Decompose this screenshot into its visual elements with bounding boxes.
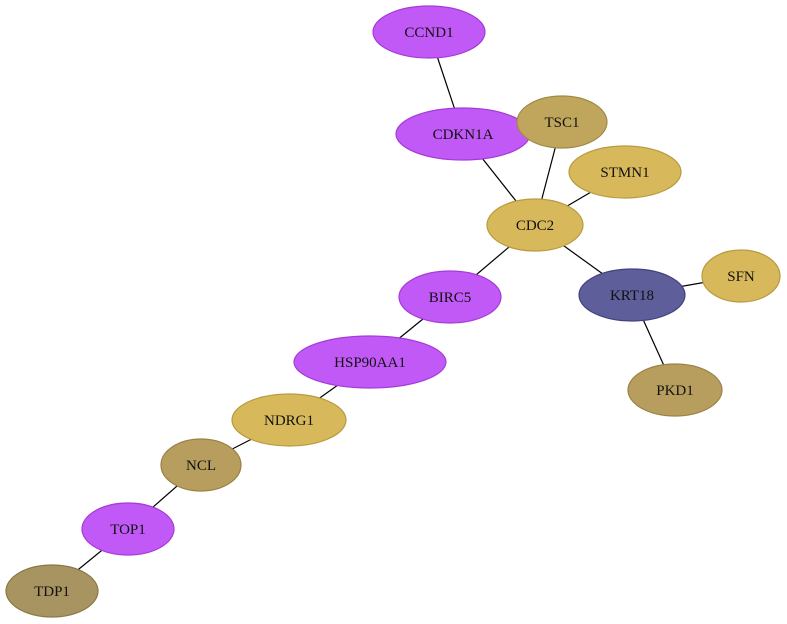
node-tdp1[interactable]: TDP1 <box>5 564 99 618</box>
node-label-ncl: NCL <box>186 458 216 474</box>
node-label-stmn1: STMN1 <box>600 165 649 181</box>
node-ncl[interactable]: NCL <box>160 438 242 492</box>
node-label-ccnd1: CCND1 <box>404 25 453 41</box>
node-shape-krt18[interactable] <box>578 268 686 322</box>
node-shape-ncl[interactable] <box>160 438 242 492</box>
node-label-cdkn1a: CDKN1A <box>433 127 494 143</box>
node-tsc1[interactable]: TSC1 <box>516 95 608 149</box>
node-cdc2[interactable]: CDC2 <box>486 198 584 252</box>
node-shape-birc5[interactable] <box>398 270 502 324</box>
node-label-ndrg1: NDRG1 <box>264 413 314 429</box>
node-stmn1[interactable]: STMN1 <box>568 145 682 199</box>
node-label-krt18: KRT18 <box>610 288 654 304</box>
node-krt18[interactable]: KRT18 <box>578 268 686 322</box>
node-shape-top1[interactable] <box>81 502 175 556</box>
node-birc5[interactable]: BIRC5 <box>398 270 502 324</box>
node-shape-ccnd1[interactable] <box>372 5 486 59</box>
node-shape-stmn1[interactable] <box>568 145 682 199</box>
node-label-tsc1: TSC1 <box>544 115 579 131</box>
node-label-top1: TOP1 <box>110 522 146 538</box>
node-label-sfn: SFN <box>727 269 755 285</box>
node-shape-pkd1[interactable] <box>627 363 723 417</box>
node-label-cdc2: CDC2 <box>516 218 554 234</box>
node-label-pkd1: PKD1 <box>656 383 694 399</box>
node-ccnd1[interactable]: CCND1 <box>372 5 486 59</box>
node-shape-ndrg1[interactable] <box>231 393 347 447</box>
node-ndrg1[interactable]: NDRG1 <box>231 393 347 447</box>
node-sfn[interactable]: SFN <box>701 249 781 303</box>
node-label-tdp1: TDP1 <box>34 584 70 600</box>
node-shape-hsp90aa1[interactable] <box>293 335 447 389</box>
node-label-birc5: BIRC5 <box>429 290 472 306</box>
node-label-hsp90aa1: HSP90AA1 <box>334 355 406 371</box>
node-shape-tdp1[interactable] <box>5 564 99 618</box>
node-shape-sfn[interactable] <box>701 249 781 303</box>
node-shape-tsc1[interactable] <box>516 95 608 149</box>
node-pkd1[interactable]: PKD1 <box>627 363 723 417</box>
node-cdkn1a[interactable]: CDKN1A <box>395 107 531 161</box>
node-hsp90aa1[interactable]: HSP90AA1 <box>293 335 447 389</box>
node-shape-cdc2[interactable] <box>486 198 584 252</box>
node-top1[interactable]: TOP1 <box>81 502 175 556</box>
